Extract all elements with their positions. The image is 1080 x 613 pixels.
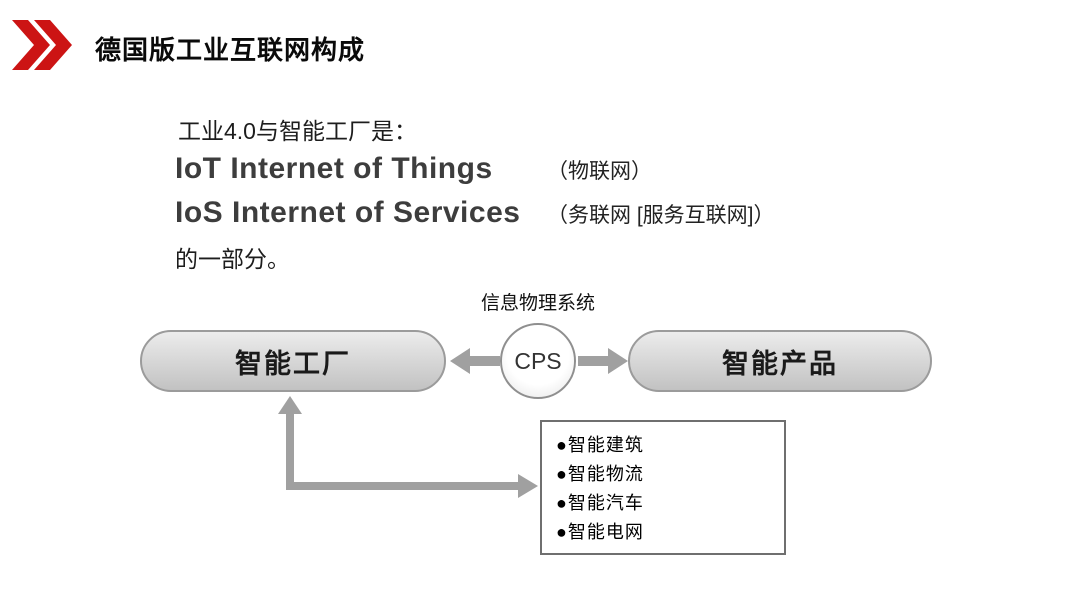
cps-node: CPS [500,323,576,399]
iot-english-label: IoT Internet of Things [175,152,493,185]
detail-box: ●智能建筑 ●智能物流 ●智能汽车 ●智能电网 [540,420,786,555]
arrow-right-icon [578,348,628,374]
connector-arrow-icon [278,396,538,498]
intro-line-2: 的一部分。 [175,246,290,272]
list-item: ●智能汽车 [556,492,644,513]
page-title: 德国版工业互联网构成 [95,35,366,65]
ios-row: IoS Internet of Services （务联网 [服务互联网]） [175,196,775,230]
cps-caption: 信息物理系统 [480,293,595,314]
list-item: ●智能物流 [556,464,644,485]
list-item: ●智能建筑 [556,435,644,456]
iot-row: IoT Internet of Things （物联网） [175,152,652,186]
arrow-left-icon [450,348,500,374]
intro-line-1: 工业4.0与智能工厂是： [178,118,417,144]
ios-chinese-label: （务联网 [服务互联网]） [547,204,775,227]
smart-product-node: 智能产品 [628,330,932,392]
list-item: ●智能电网 [556,521,644,542]
smart-factory-node: 智能工厂 [140,330,446,392]
chevron-icon [12,20,72,70]
iot-chinese-label: （物联网） [547,160,652,183]
ios-english-label: IoS Internet of Services [175,196,521,229]
